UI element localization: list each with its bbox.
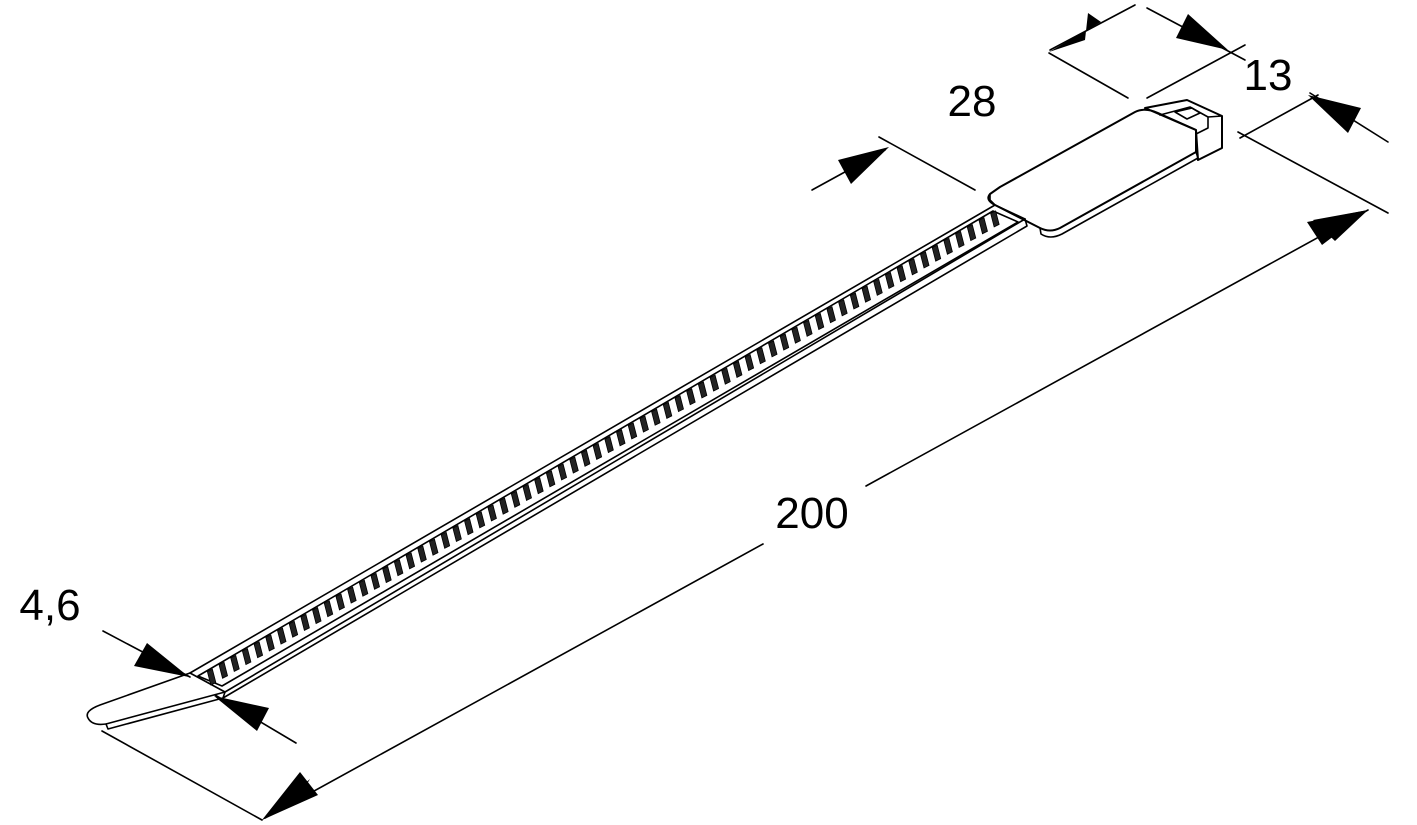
strap-tooth — [452, 524, 462, 543]
dimension-28-label: 28 — [948, 77, 997, 126]
strap-tooth — [674, 394, 684, 413]
strap-teeth — [206, 210, 1000, 686]
dimension-200-label: 200 — [775, 489, 848, 538]
strap-tooth — [616, 429, 626, 447]
strap-tooth — [826, 306, 836, 324]
strap-tooth — [639, 415, 649, 433]
strap-tooth — [955, 230, 965, 249]
strap-tooth — [335, 593, 345, 611]
cable-tie-head — [987, 99, 1223, 238]
strap-tooth — [545, 470, 556, 488]
strap-tooth — [569, 456, 579, 474]
strap-tooth — [300, 613, 310, 631]
strap-tooth — [662, 401, 673, 419]
strap-tooth — [487, 504, 497, 522]
strap-tooth — [732, 360, 743, 378]
strap-tooth — [405, 552, 416, 570]
strap-tooth — [370, 572, 380, 590]
strap-tooth — [277, 627, 287, 645]
strap-tooth — [884, 271, 895, 290]
strap-tooth — [966, 224, 977, 242]
strap-tooth — [323, 600, 334, 618]
strap-tooth — [604, 436, 614, 454]
strap-tooth — [241, 647, 252, 666]
strap-tooth — [312, 606, 322, 625]
strap-tooth — [943, 237, 953, 255]
strap-tooth — [768, 340, 778, 358]
strap-tooth — [534, 477, 544, 495]
strap-tooth — [931, 244, 942, 262]
strap-tooth — [417, 545, 427, 563]
strap-tooth — [475, 511, 486, 529]
strap-tooth — [990, 210, 1000, 228]
strap-tooth — [791, 326, 801, 344]
dimension-28-arrow-right — [1049, 13, 1101, 52]
strap-tooth — [873, 278, 883, 296]
strap-tooth — [592, 442, 603, 460]
dimension-200: 200 — [101, 131, 1389, 821]
strap-tooth — [861, 285, 872, 303]
strap-tooth — [686, 388, 696, 406]
strap-tooth — [908, 258, 918, 276]
strap-tooth — [499, 497, 509, 515]
strap-tooth — [464, 518, 474, 536]
strap-tooth — [265, 634, 275, 652]
strap-tooth — [347, 586, 357, 604]
strap-tooth — [230, 654, 240, 672]
strap-tooth — [978, 217, 988, 235]
strap-tooth — [358, 579, 369, 597]
strap-tooth — [253, 641, 264, 659]
strap-tooth — [510, 490, 521, 508]
dimension-4-6-label: 4,6 — [19, 581, 80, 630]
cable-tie-strap — [189, 204, 1028, 699]
strap-tooth — [288, 620, 299, 638]
dimension-28-arrow-left — [838, 147, 889, 184]
strap-tooth — [382, 565, 392, 584]
strap-tooth — [744, 353, 755, 372]
strap-tooth — [580, 449, 591, 467]
strap-tooth — [896, 265, 907, 283]
strap-tooth — [803, 319, 813, 337]
dimension-4-6: 4,6 — [19, 581, 297, 744]
dimension-4-6-arrow-bottom — [214, 696, 269, 731]
strap-tooth — [218, 661, 229, 679]
dimension-13-arrow-top — [1176, 14, 1228, 50]
strap-tooth — [522, 483, 532, 502]
strap-tooth — [393, 559, 404, 577]
strap-tooth — [206, 668, 217, 686]
strap-tooth — [627, 422, 638, 440]
dimension-13-label: 13 — [1244, 51, 1293, 100]
strap-tooth — [814, 312, 825, 331]
strap-tooth — [920, 251, 930, 269]
dimension-13-arrow-bottom — [1308, 95, 1361, 133]
strap-tooth — [709, 374, 720, 392]
strap-tooth — [651, 408, 661, 426]
dimension-4-6-arrow-top — [134, 643, 189, 677]
strap-tooth — [721, 367, 731, 385]
strap-tooth — [838, 299, 848, 317]
strap-tip — [86, 672, 226, 730]
strap-tooth — [440, 531, 451, 549]
dimension-13: 13 — [1146, 7, 1389, 143]
dimension-28: 28 — [811, 4, 1136, 191]
strap-tooth — [557, 463, 568, 481]
strap-tooth — [429, 538, 439, 556]
strap-tooth — [697, 381, 708, 399]
strap-tooth — [849, 292, 860, 310]
strap-tooth — [779, 333, 790, 351]
strap-tooth — [756, 347, 766, 365]
